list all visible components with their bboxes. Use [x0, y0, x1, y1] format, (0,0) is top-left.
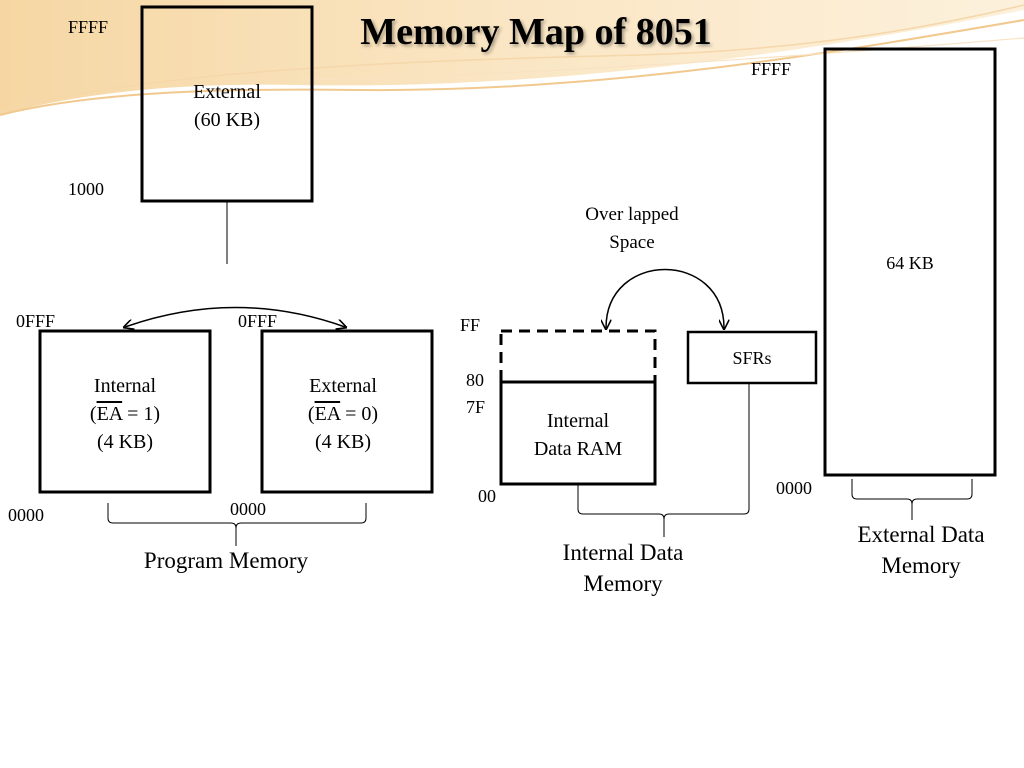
internal-data-memory-label: Internal Data Memory [563, 537, 684, 599]
external-data-memory-brace [851, 479, 973, 520]
internal-4kb-box [38, 329, 212, 494]
internal-4kb-line2: (EA = 1) [90, 400, 160, 428]
external-data-memory-label: External Data Memory [857, 519, 984, 581]
program-memory-brace [107, 503, 367, 546]
overlapped-space-label: Over lapped Space [585, 201, 678, 257]
paren-open: ( [307, 403, 315, 425]
overlap-arrow-program [125, 306, 345, 328]
external-data-memory-line2: Memory [881, 553, 961, 578]
addr-ffff-program: FFFF [68, 17, 109, 37]
external-4kb-box [260, 329, 434, 494]
external-data-64kb-box [823, 47, 997, 477]
internal-data-memory-brace [577, 492, 750, 537]
external-4kb-line1: External [309, 375, 377, 397]
addr-ffff-data: FFFF [751, 59, 792, 79]
addr-80: 80 [466, 370, 484, 390]
upper-128-dashed-box [499, 329, 657, 384]
program-memory-label: Program Memory [143, 548, 309, 573]
internal-data-ram-label: Internal Data RAM [534, 407, 622, 463]
addr-1000: 1000 [68, 179, 104, 199]
page-title: Memory Map of 8051 [360, 11, 712, 53]
external-60kb-line2: (60 KB) [193, 109, 261, 131]
internal-data-memory-line1: Internal Data [562, 540, 684, 565]
addr-0000-external: 0000 [230, 499, 266, 519]
addr-0fff-external: 0FFF [238, 311, 278, 331]
overlapped-space-line1: Over lapped [585, 204, 679, 225]
external-60kb-label: External (60 KB) [193, 78, 261, 134]
ea-pin-label: EA [314, 403, 341, 425]
external-4kb-line3: (4 KB) [314, 431, 372, 453]
external-data-memory-line1: External Data [857, 522, 985, 547]
ea-value: = 1) [122, 403, 161, 425]
addr-ff: FF [460, 315, 481, 335]
external-4kb-line2: (EA = 0) [308, 400, 378, 428]
addr-7f: 7F [466, 397, 486, 417]
external-data-64kb-label: 64 KB [886, 253, 934, 273]
paren-open: ( [89, 403, 97, 425]
overlapped-space-line2: Space [609, 232, 655, 253]
addr-0fff-internal: 0FFF [16, 311, 56, 331]
internal-4kb-line3: (4 KB) [96, 431, 154, 453]
sfrs-box [686, 330, 818, 385]
internal-data-ram-line1: Internal [546, 410, 610, 432]
internal-data-ram-line2: Data RAM [533, 438, 623, 460]
addr-0000-data: 0000 [776, 478, 812, 498]
sfrs-label: SFRs [732, 348, 772, 368]
internal-data-memory-line2: Memory [583, 571, 663, 596]
ea-value: = 0) [340, 403, 379, 425]
internal-4kb-label: Internal (EA = 1) (4 KB) [90, 372, 160, 456]
addr-00: 00 [478, 486, 496, 506]
overlap-arrow-data [606, 268, 724, 329]
internal-4kb-line1: Internal [93, 375, 157, 397]
addr-0000-internal: 0000 [8, 505, 44, 525]
external-60kb-line1: External [193, 81, 261, 103]
ea-pin-label: EA [96, 403, 123, 425]
external-4kb-label: External (EA = 0) (4 KB) [308, 372, 378, 456]
